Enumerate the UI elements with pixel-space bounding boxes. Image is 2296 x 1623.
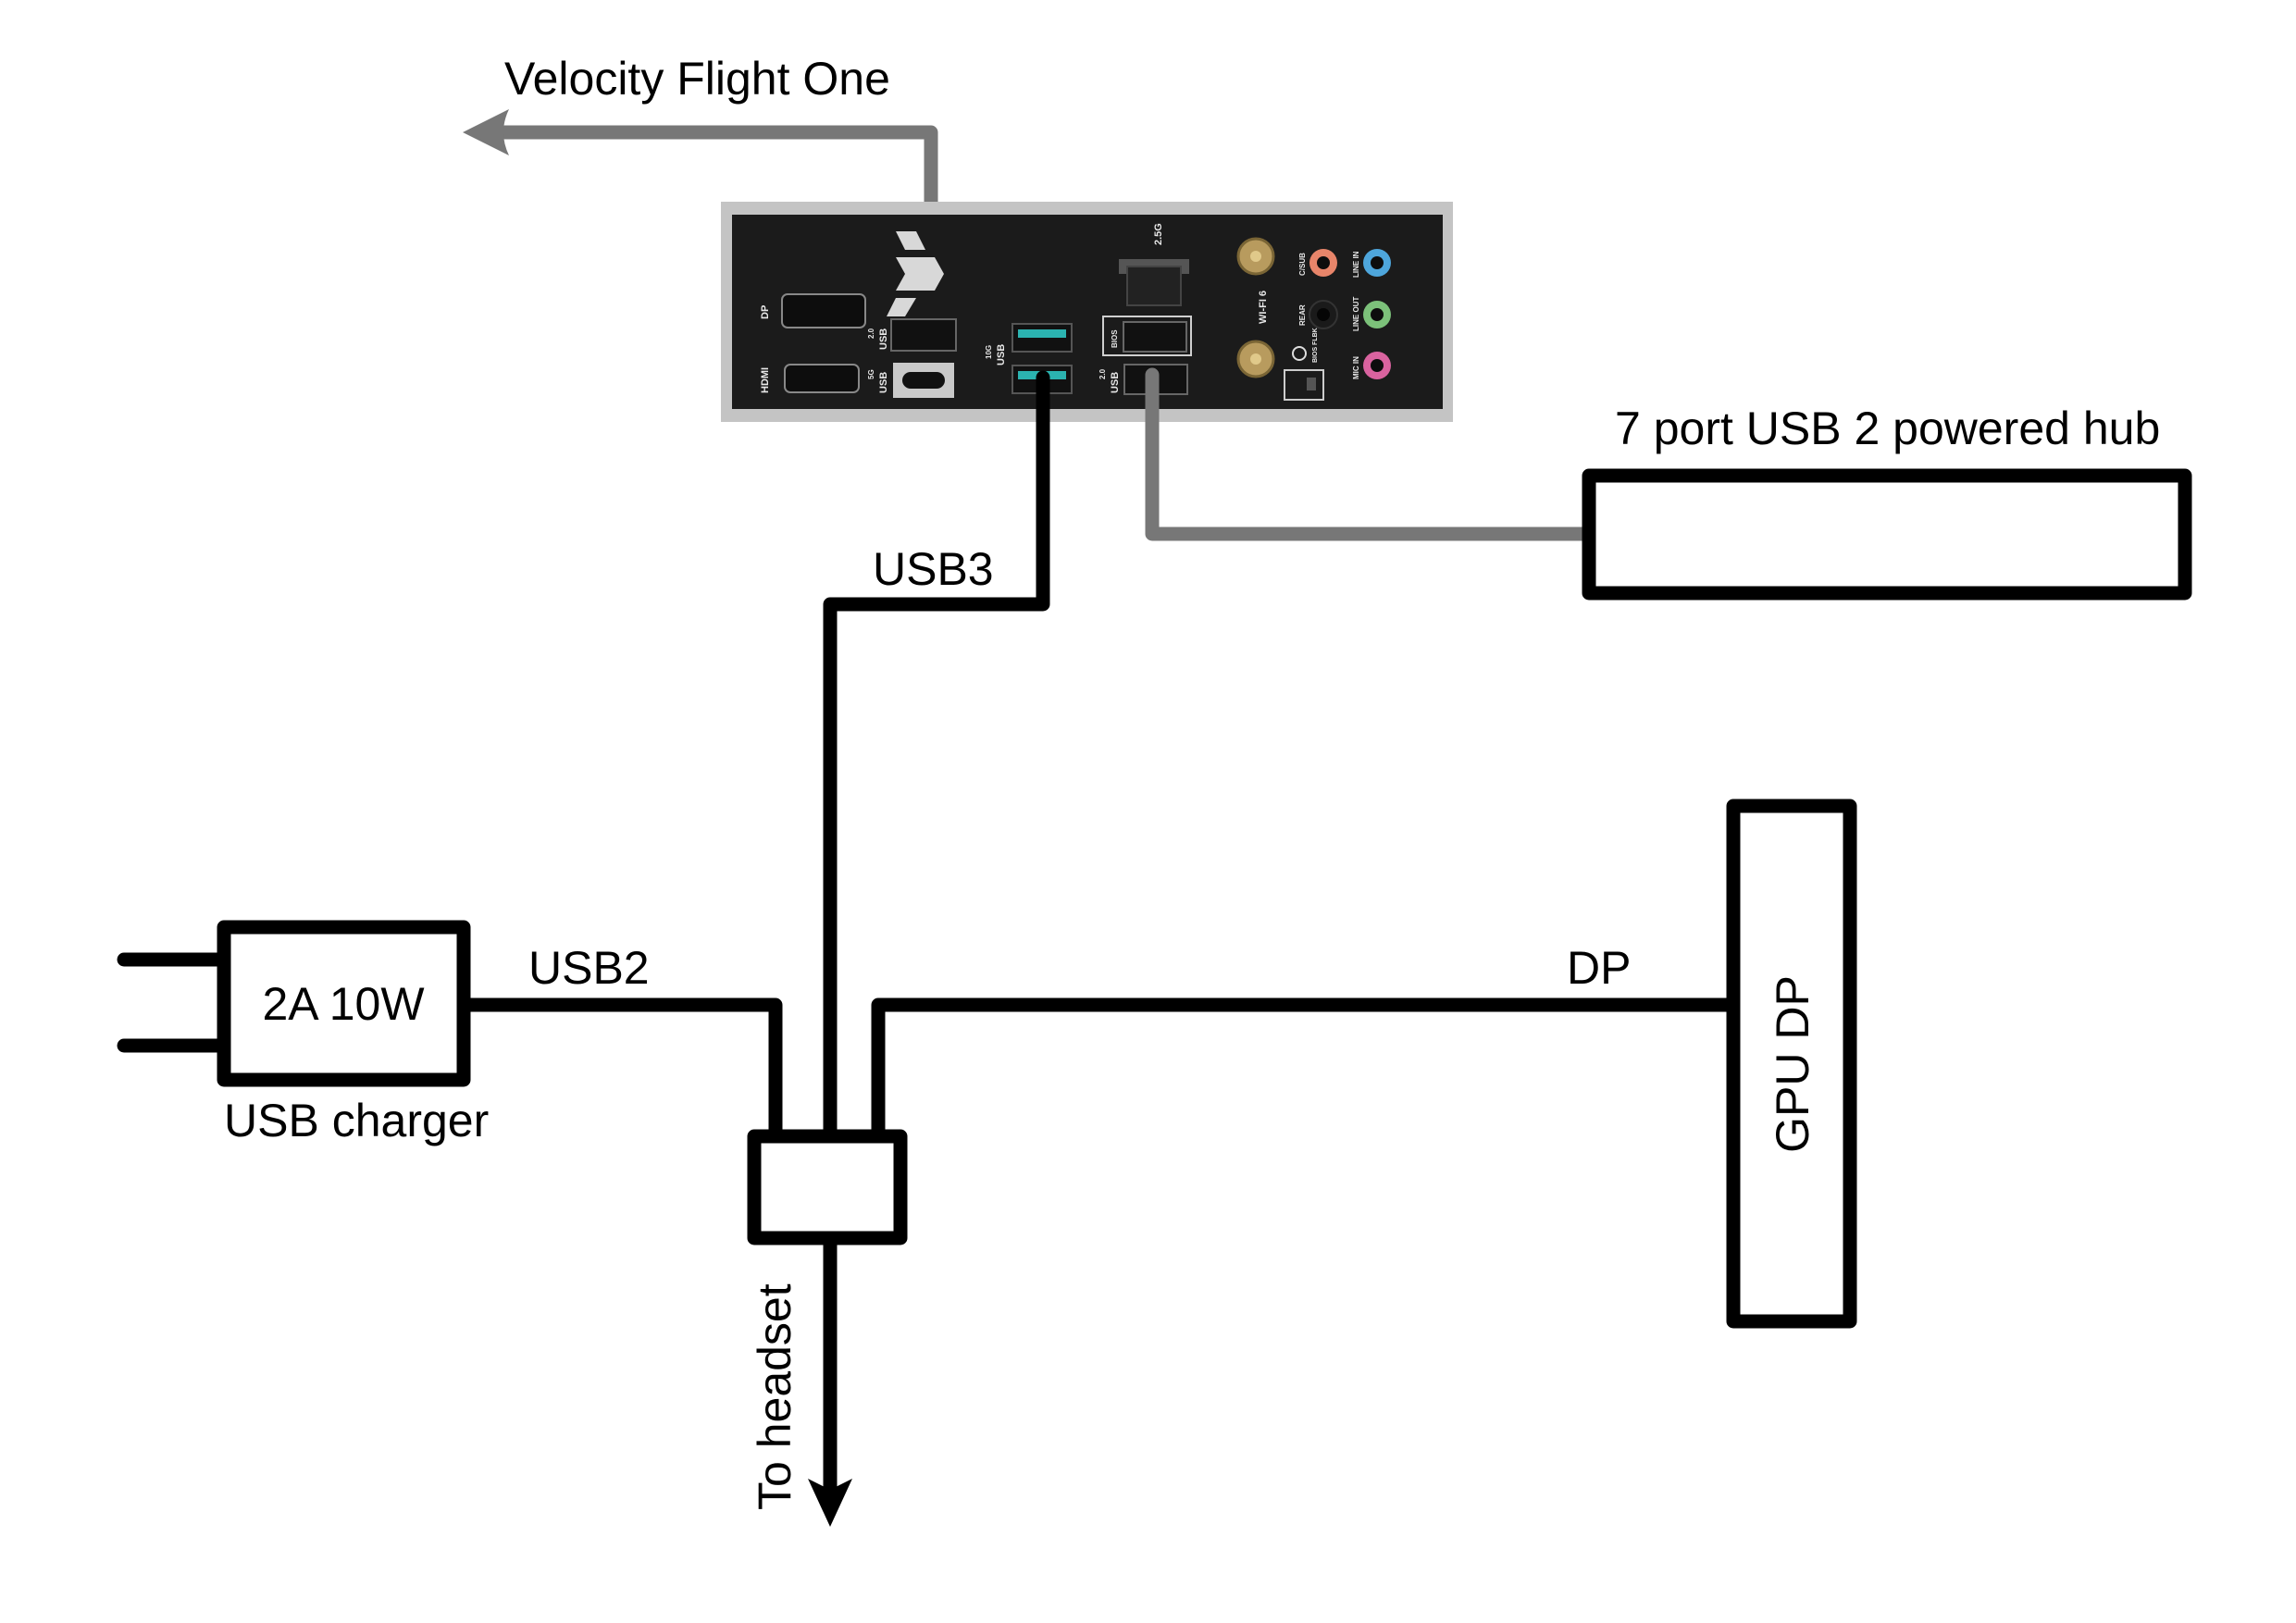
dp-port <box>781 293 866 328</box>
line-out-label: LINE OUT <box>1352 297 1360 331</box>
usb10g-top-tongue <box>1018 329 1066 338</box>
usb2-hub-cable <box>1145 367 1596 541</box>
usb-hub-box <box>1582 468 2192 601</box>
hdmi-port-label: HDMI <box>760 367 771 393</box>
usb5g-label: USB <box>878 372 889 393</box>
csub-label: C/SUB <box>1298 253 1307 276</box>
hub-label: 7 port USB 2 powered hub <box>1615 403 2160 454</box>
rear-label: REAR <box>1298 304 1307 326</box>
usb20-top-label: USB <box>878 328 889 350</box>
velocity-flight-one-label: Velocity Flight One <box>504 53 890 105</box>
mic-in-jack-hole <box>1371 359 1384 372</box>
rear-jack-hole <box>1317 308 1330 321</box>
wifi-label: WI-FI 6 <box>1258 291 1269 324</box>
wifi-antenna-pin-top <box>1250 251 1261 262</box>
usb2-label: USB2 <box>528 942 650 994</box>
lan-label: 2.5G <box>1153 223 1164 245</box>
line-out-jack-hole <box>1371 308 1384 321</box>
line-in-jack-hole <box>1371 256 1384 269</box>
bios-flashback-icon <box>1292 346 1307 361</box>
velocity-arrowhead-icon <box>463 109 509 155</box>
mic-in-label: MIC IN <box>1352 356 1360 379</box>
gpu-dp-label: GPU DP <box>1767 975 1818 1153</box>
motherboard-io-panel: DP HDMI USB 2.0 USB 5G USB 10G 2.5G BIOS… <box>721 202 1453 422</box>
usb-charger-box <box>217 920 471 1087</box>
usb2-charger-cable <box>456 997 783 1142</box>
usb10g-label: USB <box>996 344 1007 365</box>
bios-flbk-label: BIOS FLBK <box>1312 328 1319 363</box>
usb10g-version: 10G <box>985 345 993 359</box>
dp-cable <box>871 997 1741 1142</box>
brand-logo-icon <box>887 231 944 316</box>
bios-usb-outline <box>1102 316 1192 356</box>
bios-label: BIOS <box>1111 329 1119 348</box>
csub-jack-hole <box>1317 256 1330 269</box>
usb3-label: USB3 <box>873 543 994 595</box>
charger-caption: USB charger <box>224 1095 489 1146</box>
dp-port-label: DP <box>760 305 771 319</box>
bios-usb-port <box>1123 321 1187 353</box>
usb5g-version: 5G <box>867 369 875 379</box>
headset-breakout-box <box>747 1129 908 1245</box>
lan-2-5g-port <box>1126 266 1182 306</box>
hdmi-port <box>784 364 860 393</box>
bios-flashback-button-key <box>1307 378 1316 390</box>
usb20-top-version: 2.0 <box>867 328 875 339</box>
usb20-bottom-version: 2.0 <box>1098 368 1107 379</box>
to-headset-label: To headset <box>749 1283 800 1510</box>
headset-arrowhead-icon <box>808 1479 852 1527</box>
usb-c-5g-port <box>902 372 945 389</box>
usb20-bottom-label: USB <box>1110 372 1121 393</box>
line-in-label: LINE IN <box>1352 251 1360 278</box>
usb20-port-top <box>890 318 957 352</box>
bios-flashback-button <box>1284 369 1324 401</box>
gpu-dp-box <box>1726 799 1857 1329</box>
dp-label: DP <box>1567 942 1631 994</box>
usb3-cable <box>823 370 1050 1142</box>
charger-rating-label: 2A 10W <box>262 978 425 1030</box>
wifi-antenna-pin-bottom <box>1250 353 1261 365</box>
